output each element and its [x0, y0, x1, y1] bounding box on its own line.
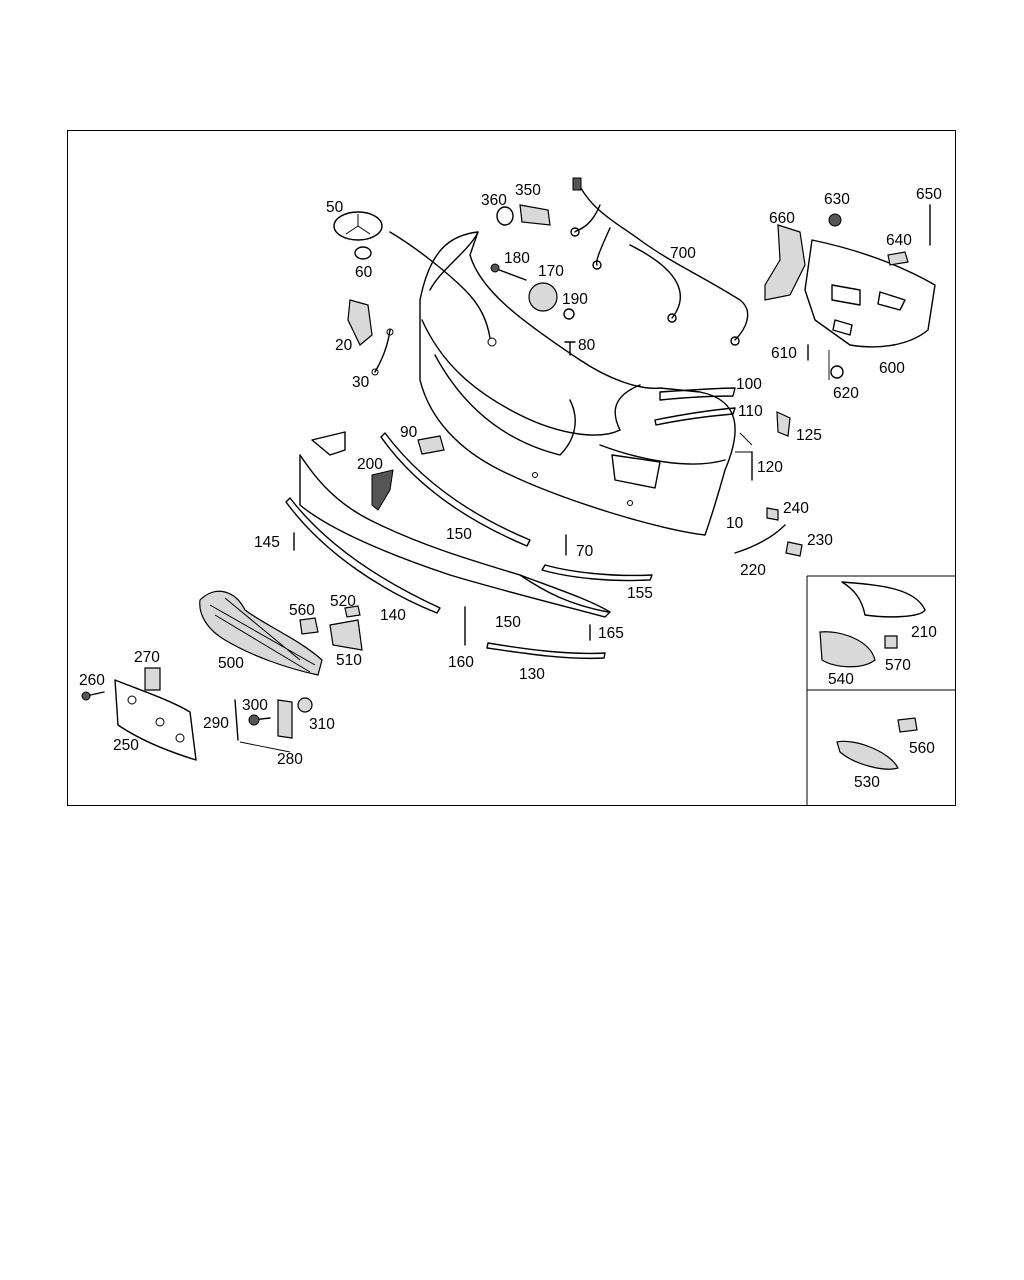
callout-70: 70 [576, 543, 594, 560]
small-parts [81, 177, 936, 770]
callout-170: 170 [538, 263, 564, 280]
lower-spoiler [285, 387, 736, 660]
callout-30: 30 [352, 374, 370, 391]
plate-250 [114, 679, 197, 761]
leader-lines [239, 231, 830, 753]
callout-145: 145 [254, 534, 280, 551]
callout-110: 110 [738, 403, 763, 420]
callout-100: 100 [736, 376, 762, 393]
callout-155: 155 [627, 585, 653, 602]
callout-200: 200 [357, 456, 383, 473]
callout-130: 130 [519, 666, 545, 683]
callout-510: 510 [336, 652, 362, 669]
callout-125: 125 [796, 427, 822, 444]
callout-620: 620 [833, 385, 859, 402]
callout-80: 80 [578, 337, 596, 354]
callout-290: 290 [203, 715, 229, 732]
callout-190: 190 [562, 291, 588, 308]
callout-560-main: 560 [289, 602, 315, 619]
callout-530: 530 [854, 774, 880, 791]
callout-140: 140 [380, 607, 406, 624]
callout-250: 250 [113, 737, 139, 754]
callout-280: 280 [277, 751, 303, 768]
callout-640: 640 [886, 232, 912, 249]
callout-500: 500 [218, 655, 244, 672]
callout-600: 600 [879, 360, 905, 377]
callout-120: 120 [757, 459, 783, 476]
callout-165: 165 [598, 625, 624, 642]
callout-150-upper: 150 [446, 526, 472, 543]
callout-660: 660 [769, 210, 795, 227]
bumper-cover [419, 231, 736, 536]
callout-220: 220 [740, 562, 766, 579]
callout-150-lower: 150 [495, 614, 521, 631]
callout-310: 310 [309, 716, 335, 733]
callout-570: 570 [885, 657, 911, 674]
callout-260: 260 [79, 672, 105, 689]
callout-210: 210 [911, 624, 937, 641]
callout-20: 20 [335, 337, 353, 354]
grille-500 [199, 590, 323, 676]
callout-240: 240 [783, 500, 809, 517]
callout-230: 230 [807, 532, 833, 549]
callout-60: 60 [355, 264, 373, 281]
callout-360: 360 [481, 192, 507, 209]
callout-10: 10 [726, 515, 744, 532]
callout-180: 180 [504, 250, 530, 267]
callout-labels: 50 60 20 30 360 350 180 170 190 80 700 6… [79, 182, 942, 791]
diagram-frame [67, 130, 956, 806]
callout-700: 700 [670, 245, 696, 262]
callout-50: 50 [326, 199, 344, 216]
callout-270: 270 [134, 649, 160, 666]
callout-90: 90 [400, 424, 418, 441]
callout-540: 540 [828, 671, 854, 688]
callout-610: 610 [771, 345, 797, 362]
inset-boxes [806, 575, 955, 806]
callout-650: 650 [916, 186, 942, 203]
callout-520: 520 [330, 593, 356, 610]
callout-560-inset: 560 [909, 740, 935, 757]
callout-350: 350 [515, 182, 541, 199]
callout-160: 160 [448, 654, 474, 671]
callout-300: 300 [242, 697, 268, 714]
callout-630: 630 [824, 191, 850, 208]
